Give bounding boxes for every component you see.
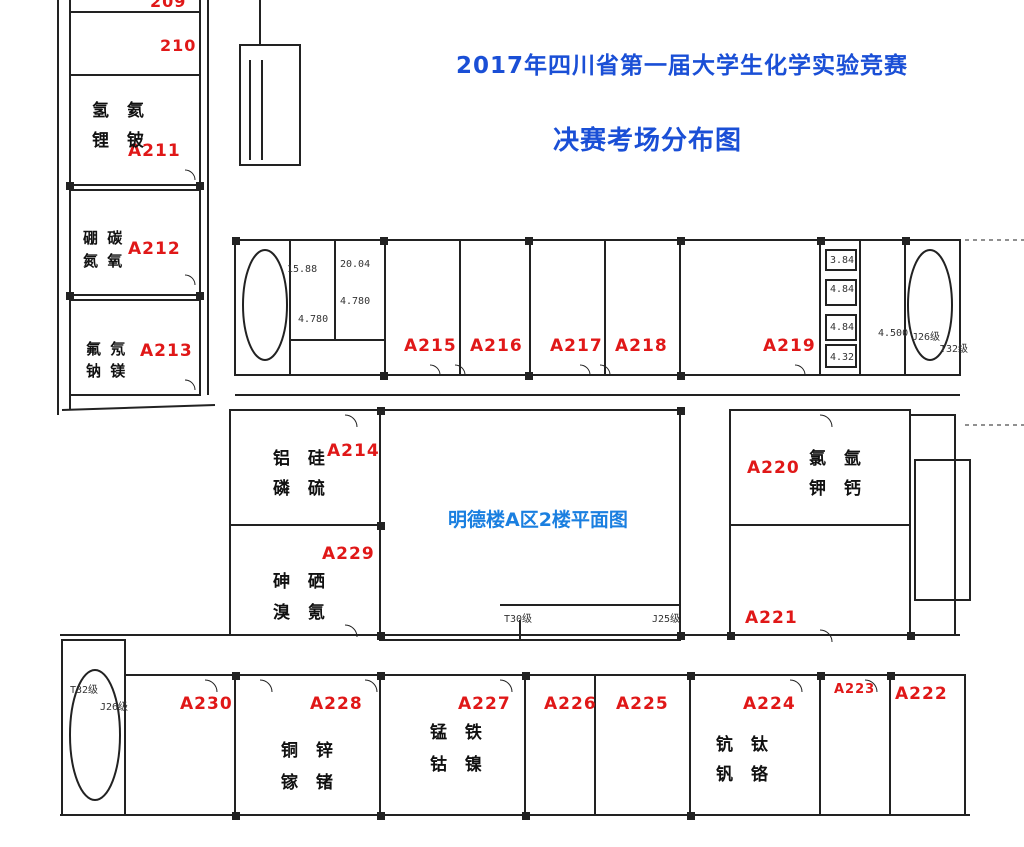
room-label-a217: A217: [550, 336, 603, 356]
room-label-a225: A225: [616, 694, 669, 714]
room-elements-a228-line1: 铜 锌: [281, 741, 339, 761]
area-annotation: 3.84: [830, 255, 854, 266]
room-label-a223: A223: [834, 682, 876, 697]
room-elements-a224-line2: 钒 铬: [716, 765, 774, 785]
room-label-a221: A221: [745, 608, 798, 628]
room-label-a229: A229: [322, 544, 375, 564]
room-elements-a212-line1: 硼 碳: [83, 229, 125, 247]
columns: [66, 182, 915, 820]
room-label-a222: A222: [895, 684, 948, 704]
stair-annotation: T32级: [940, 343, 968, 355]
area-annotation: 4.780: [298, 314, 328, 325]
room-label-210: 210: [160, 36, 197, 55]
west-wing-walls: [57, 0, 216, 415]
south-corridor-walls: [60, 634, 970, 816]
stair-annotation: T32级: [70, 684, 98, 696]
room-elements-a213-line1: 氟 氖: [86, 340, 128, 358]
room-label-a213: A213: [140, 341, 193, 361]
room-elements-a213-line2: 钠 镁: [86, 362, 128, 380]
area-annotation: 4.780: [340, 296, 370, 307]
stair-annotation: J26级: [912, 331, 940, 343]
room-elements-a220-line1: 氯 氩: [809, 449, 867, 469]
room-label-a212: A212: [128, 239, 181, 259]
room-elements-a214-line2: 磷 硫: [273, 479, 331, 499]
area-annotation: 4.500: [878, 328, 908, 339]
area-annotation: 20.04: [340, 259, 370, 270]
room-label-a216: A216: [470, 336, 523, 356]
room-label-a227: A227: [458, 694, 511, 714]
building-label: 明德楼A区2楼平面图: [448, 509, 628, 531]
room-label-a228: A228: [310, 694, 363, 714]
stair-annotation: J25级: [652, 613, 680, 625]
stair-annotation: J26级: [100, 701, 128, 713]
room-label-a226: A226: [544, 694, 597, 714]
room-elements-a229-line2: 溴 氪: [273, 603, 331, 623]
map-title: 2017年四川省第一届大学生化学实验竞赛: [456, 53, 909, 79]
room-elements-a229-line1: 砷 硒: [273, 572, 331, 592]
room-elements-a212-line2: 氮 氧: [83, 252, 125, 270]
room-elements-a228-line2: 镓 锗: [281, 773, 339, 793]
door-swings: [184, 169, 878, 693]
east-wing-walls: [729, 409, 971, 636]
room-label-a214: A214: [327, 441, 380, 461]
room-label-a224: A224: [743, 694, 796, 714]
room-elements-a220-line2: 钾 钙: [809, 479, 867, 499]
area-annotations: 15.88 20.04 4.780 4.780 3.84 4.84 4.84 4…: [70, 255, 968, 713]
room-elements-a211-line1: 氢 氦: [92, 101, 150, 121]
room-label-a220: A220: [747, 458, 800, 478]
room-label-a215: A215: [404, 336, 457, 356]
room-elements-a214-line1: 铝 硅: [273, 449, 331, 469]
area-annotation: 4.84: [830, 322, 854, 333]
area-annotation: 15.88: [287, 264, 317, 275]
room-elements-a227-line2: 钴 镍: [430, 755, 488, 775]
room-label-a219: A219: [763, 336, 816, 356]
room-label-a211: A211: [128, 141, 181, 161]
room-label-209: 209: [150, 0, 187, 11]
area-annotation: 4.84: [830, 284, 854, 295]
area-annotation: 4.32: [830, 352, 854, 363]
map-subtitle: 决赛考场分布图: [553, 126, 743, 156]
room-elements-a211-line2: 锂 铍: [92, 131, 150, 151]
room-label-a230: A230: [180, 694, 233, 714]
north-corridor-walls: [234, 239, 961, 396]
room-label-a218: A218: [615, 336, 668, 356]
room-elements-a224-line1: 钪 钛: [716, 735, 774, 755]
stair-annotation: T30级: [504, 613, 532, 625]
north-stairwell: [239, 0, 301, 166]
room-elements-a227-line1: 锰 铁: [430, 723, 488, 743]
